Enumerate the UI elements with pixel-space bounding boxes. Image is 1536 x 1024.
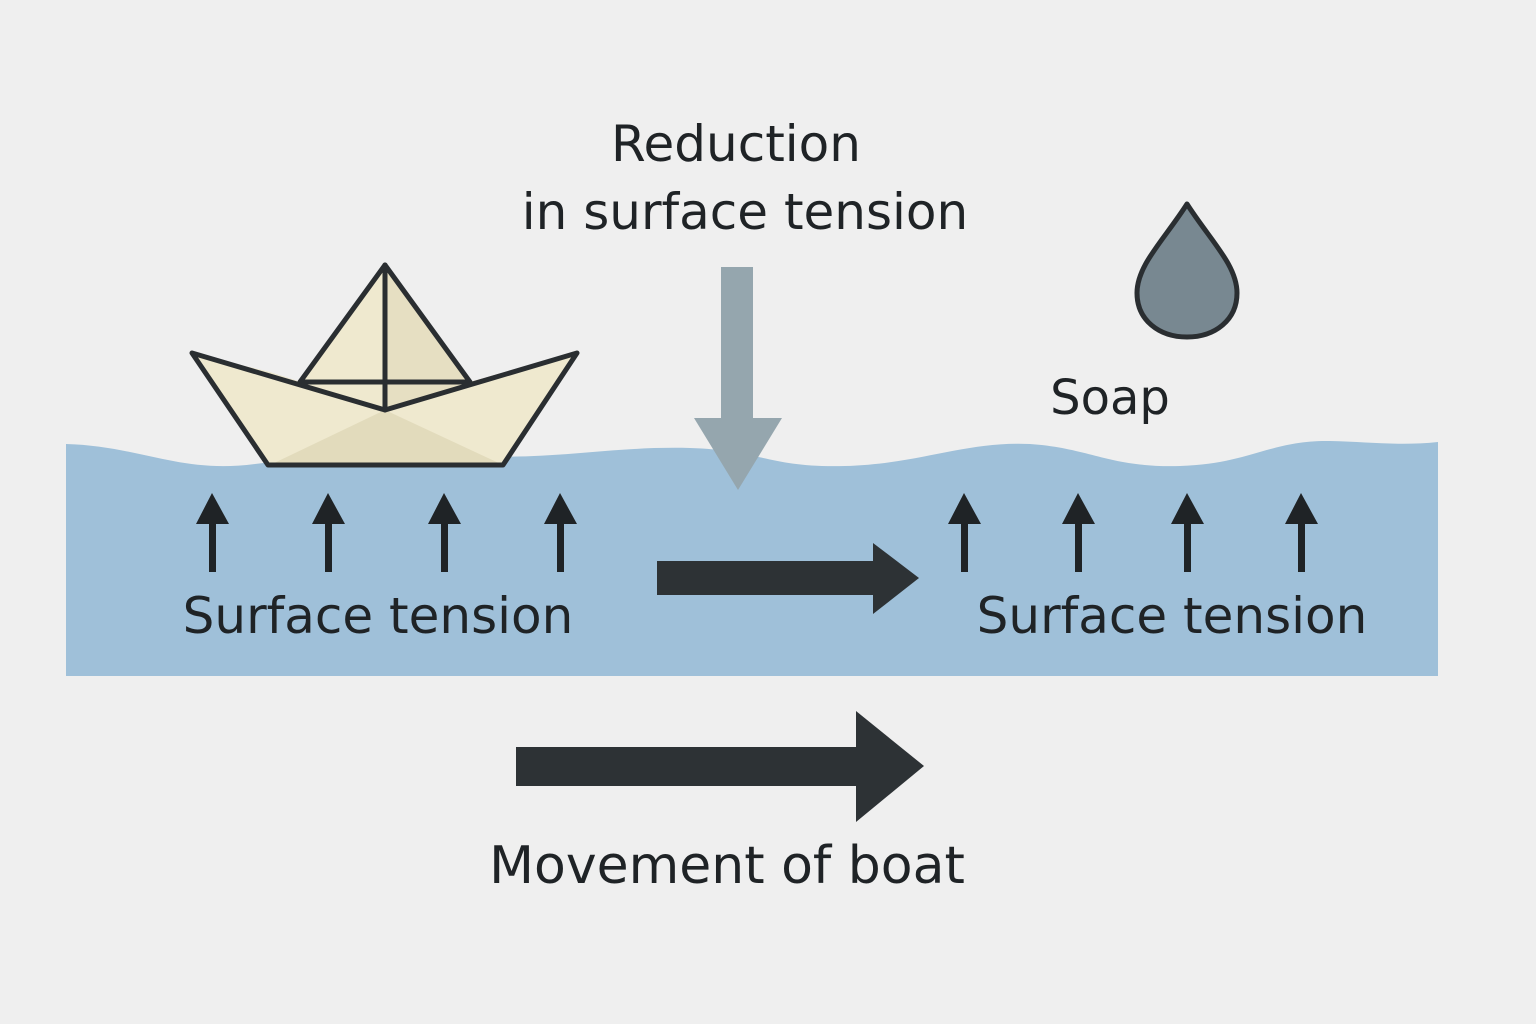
tension-arrows-left: [196, 493, 577, 572]
up-arrow-icon: [312, 493, 345, 572]
up-arrow-icon: [1285, 493, 1318, 572]
soap-label: Soap: [1050, 370, 1170, 426]
reduction-label-line1: Reduction: [611, 115, 861, 173]
up-arrow-icon: [544, 493, 577, 572]
reduction-arrow: [694, 267, 782, 490]
movement-arrow: [516, 711, 924, 822]
surface-tension-label-right: Surface tension: [977, 587, 1368, 645]
up-arrow-icon: [948, 493, 981, 572]
movement-label: Movement of boat: [489, 836, 965, 896]
water-body: [66, 440, 1438, 676]
surface-tension-label-left: Surface tension: [183, 587, 574, 645]
flow-arrow: [657, 543, 919, 614]
reduction-label-line2: in surface tension: [522, 183, 968, 241]
paper-boat-icon: [189, 262, 580, 468]
up-arrow-icon: [1171, 493, 1204, 572]
tension-arrows-right: [948, 493, 1318, 572]
up-arrow-icon: [1062, 493, 1095, 572]
up-arrow-icon: [196, 493, 229, 572]
soap-drop-icon: [1134, 201, 1240, 340]
up-arrow-icon: [428, 493, 461, 572]
